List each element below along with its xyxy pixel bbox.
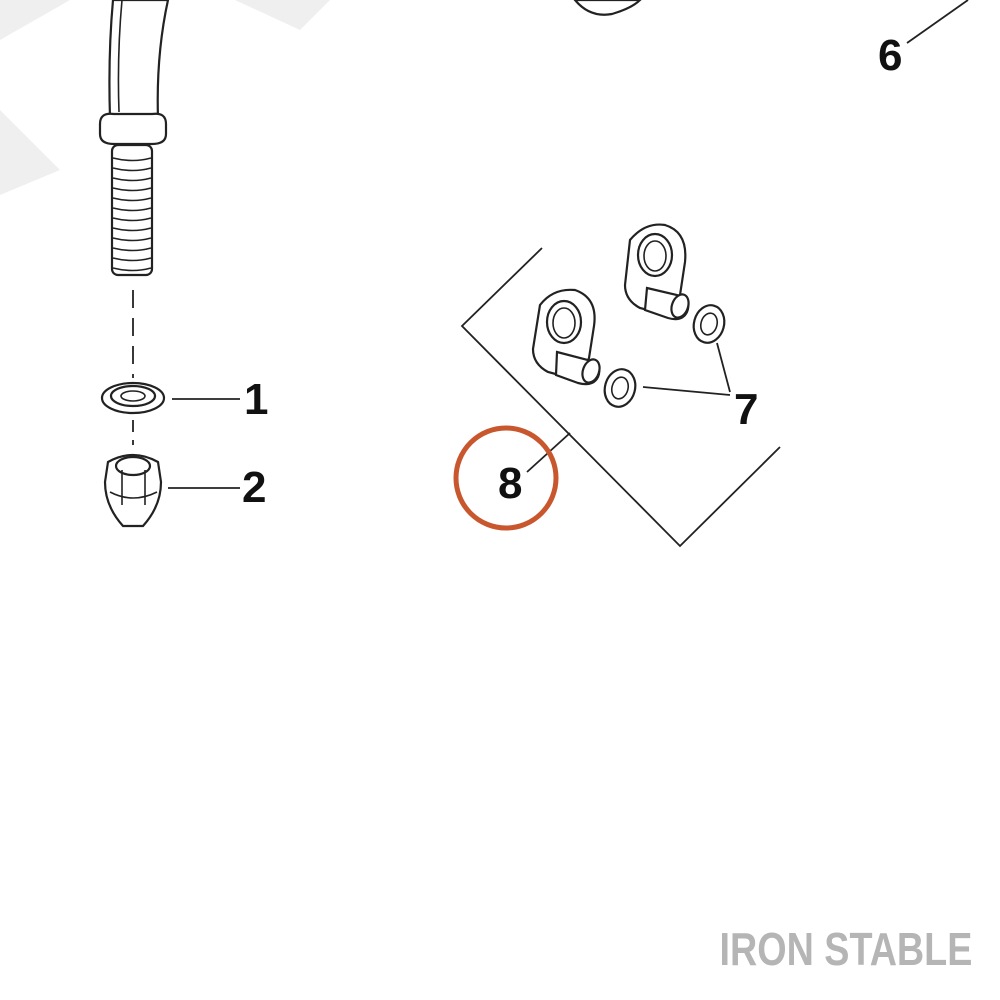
acorn-cap-nut (103, 453, 163, 528)
leader-line-7a (642, 386, 731, 396)
thread-line (112, 257, 152, 262)
kit-bracket (460, 247, 781, 548)
thread-line (112, 227, 152, 232)
thread-line (112, 237, 152, 242)
highlight-circle (453, 425, 559, 531)
thread-line (112, 187, 152, 192)
callout-1: 1 (244, 375, 268, 424)
eyelet-clip-lower (531, 288, 601, 386)
callout-6: 6 (878, 31, 902, 80)
thread-line (112, 157, 152, 162)
thread-line (112, 217, 152, 222)
thread-line (112, 167, 152, 172)
lock-washer (100, 381, 166, 415)
brand-watermark: IRON STABLE (719, 923, 972, 975)
leader-line-6 (906, 0, 969, 44)
leader-line-7b (716, 342, 731, 393)
eyelet-clip-upper (623, 223, 690, 321)
lock-washer-upper (692, 304, 726, 344)
thread-line (112, 247, 152, 252)
callout-7: 7 (734, 385, 758, 434)
top-part-fragment (573, 0, 642, 16)
u-bolt-stud (98, 0, 170, 445)
thread-line (112, 197, 152, 202)
thread-line (112, 267, 152, 272)
callout-2: 2 (242, 463, 266, 512)
lock-washer-lower (603, 368, 637, 408)
thread-line (112, 207, 152, 212)
bolt-threads (112, 157, 152, 272)
background-watermark-shape (0, 0, 330, 195)
thread-line (112, 177, 152, 182)
callout-8: 8 (498, 459, 522, 508)
